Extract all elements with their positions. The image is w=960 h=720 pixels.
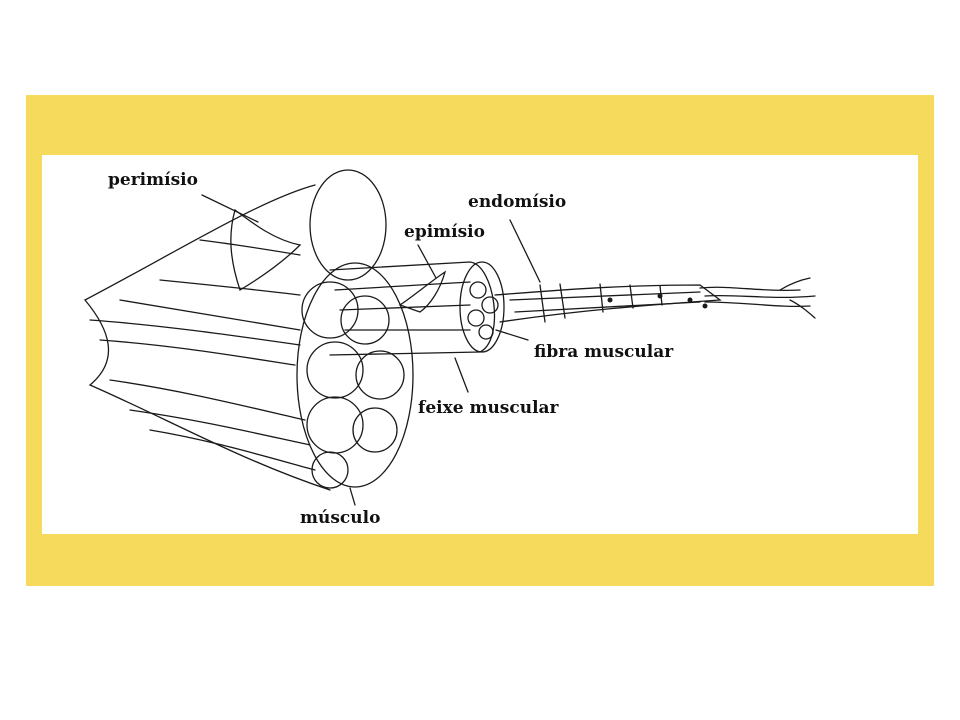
label-fibra-muscular: fibra muscular	[534, 342, 674, 362]
upper-bundle-section	[309, 169, 387, 281]
perimisio-pointer	[201, 194, 259, 223]
diagram-panel	[42, 155, 918, 534]
label-endomisio: endomísio	[468, 192, 567, 212]
perimysium-flap	[230, 208, 302, 291]
musculo-pointer	[349, 487, 356, 506]
label-feixe-muscular: feixe muscular	[418, 398, 559, 418]
muscle-cross-section	[296, 262, 414, 488]
muscle-fiber	[494, 284, 722, 323]
feixe-muscular-pointer	[454, 357, 469, 393]
fibra-muscular-pointer	[495, 329, 529, 341]
label-perimisio: perimísio	[108, 170, 198, 190]
endomisio-pointer	[509, 219, 541, 283]
fascicle-end	[459, 261, 505, 353]
muscle-outline	[83, 184, 331, 491]
label-musculo: músculo	[300, 508, 381, 528]
epimisio-pointer	[417, 244, 437, 279]
fascicle-body	[329, 261, 496, 356]
label-epimisio: epimísio	[404, 222, 485, 242]
